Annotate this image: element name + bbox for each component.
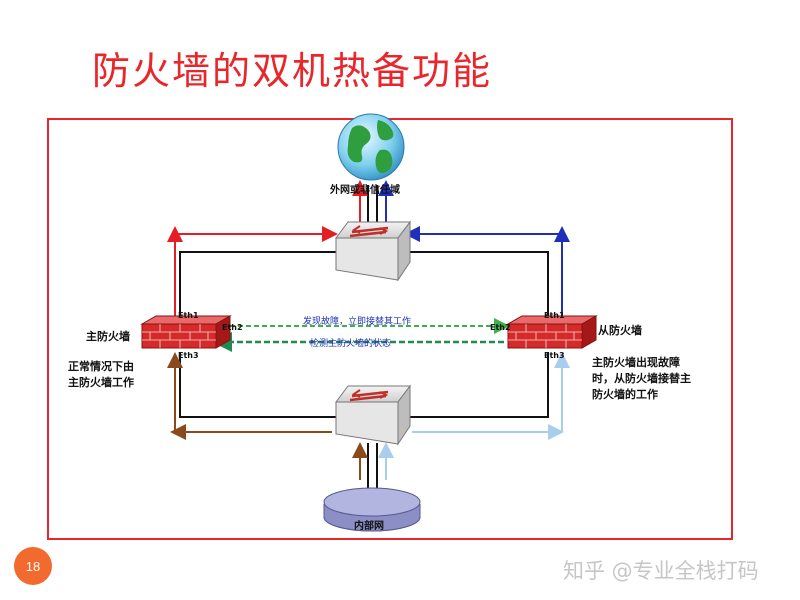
backup-eth1-label: Eth1 bbox=[544, 311, 565, 320]
primary-outbound-path bbox=[167, 180, 368, 318]
heartbeat-top-label: 发现故障，立即接替其工作 bbox=[303, 315, 411, 327]
top-switch-icon bbox=[335, 220, 411, 282]
primary-eth1-label: Eth1 bbox=[178, 311, 199, 320]
primary-firewall-icon bbox=[140, 315, 232, 349]
note-left-line-2: 主防火墙工作 bbox=[68, 375, 134, 389]
watermark-text: 知乎 @专业全栈打码 bbox=[563, 559, 759, 583]
note-right-line-3: 防火墙的工作 bbox=[592, 387, 658, 401]
bottom-switch-icon bbox=[335, 384, 411, 446]
slide-title: 防火墙的双机热备功能 bbox=[92, 49, 493, 93]
primary-inbound-path bbox=[167, 352, 368, 480]
globe-icon bbox=[337, 113, 405, 181]
backup-firewall-label: 从防火墙 bbox=[598, 323, 642, 337]
page-number-badge: 18 bbox=[14, 547, 52, 585]
note-left-line-1: 正常情况下由 bbox=[68, 359, 134, 373]
internal-network-icon bbox=[323, 487, 421, 532]
backup-firewall-icon bbox=[506, 315, 598, 349]
internal-network-label: 内部网 bbox=[354, 519, 384, 532]
note-right-line-1: 主防火墙出现故障 bbox=[592, 355, 680, 369]
primary-eth2-label: Eth2 bbox=[222, 323, 243, 332]
heartbeat-bottom-label: 检测主防火墙的状态 bbox=[310, 337, 391, 349]
backup-eth3-label: Eth3 bbox=[544, 351, 565, 360]
note-right-line-2: 时，从防火墙接替主 bbox=[592, 371, 691, 385]
cabling bbox=[179, 185, 549, 488]
backup-eth2-label: Eth2 bbox=[490, 323, 511, 332]
primary-firewall-label: 主防火墙 bbox=[86, 329, 130, 343]
backup-inbound-path bbox=[378, 352, 570, 480]
external-network-label: 外网或非信任域 bbox=[329, 183, 400, 196]
backup-outbound-path bbox=[378, 180, 570, 318]
diagram-frame bbox=[47, 118, 733, 540]
primary-eth3-label: Eth3 bbox=[178, 351, 199, 360]
